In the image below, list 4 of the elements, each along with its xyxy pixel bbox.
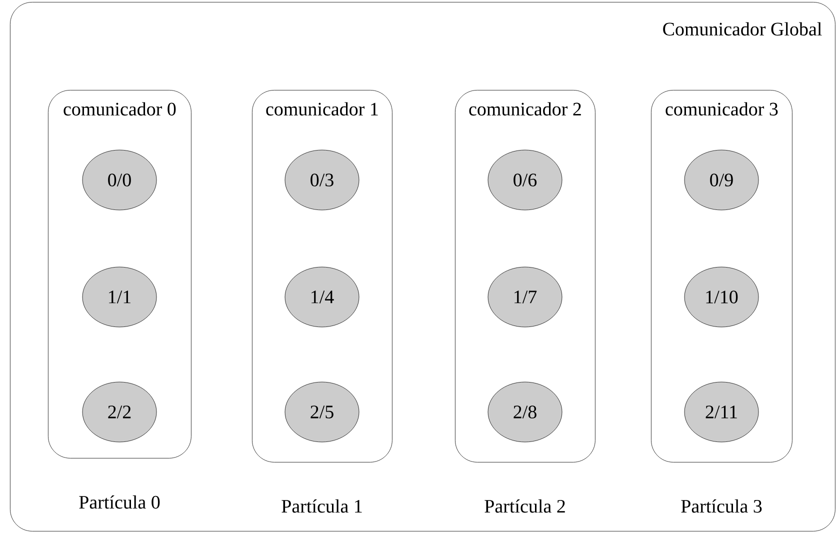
caption-label: Partícula 0: [79, 495, 160, 509]
caption-label: Partícula 1: [282, 499, 362, 513]
caption-label: Partícula 3: [681, 499, 762, 513]
caption-label: Partícula 2: [484, 499, 565, 513]
